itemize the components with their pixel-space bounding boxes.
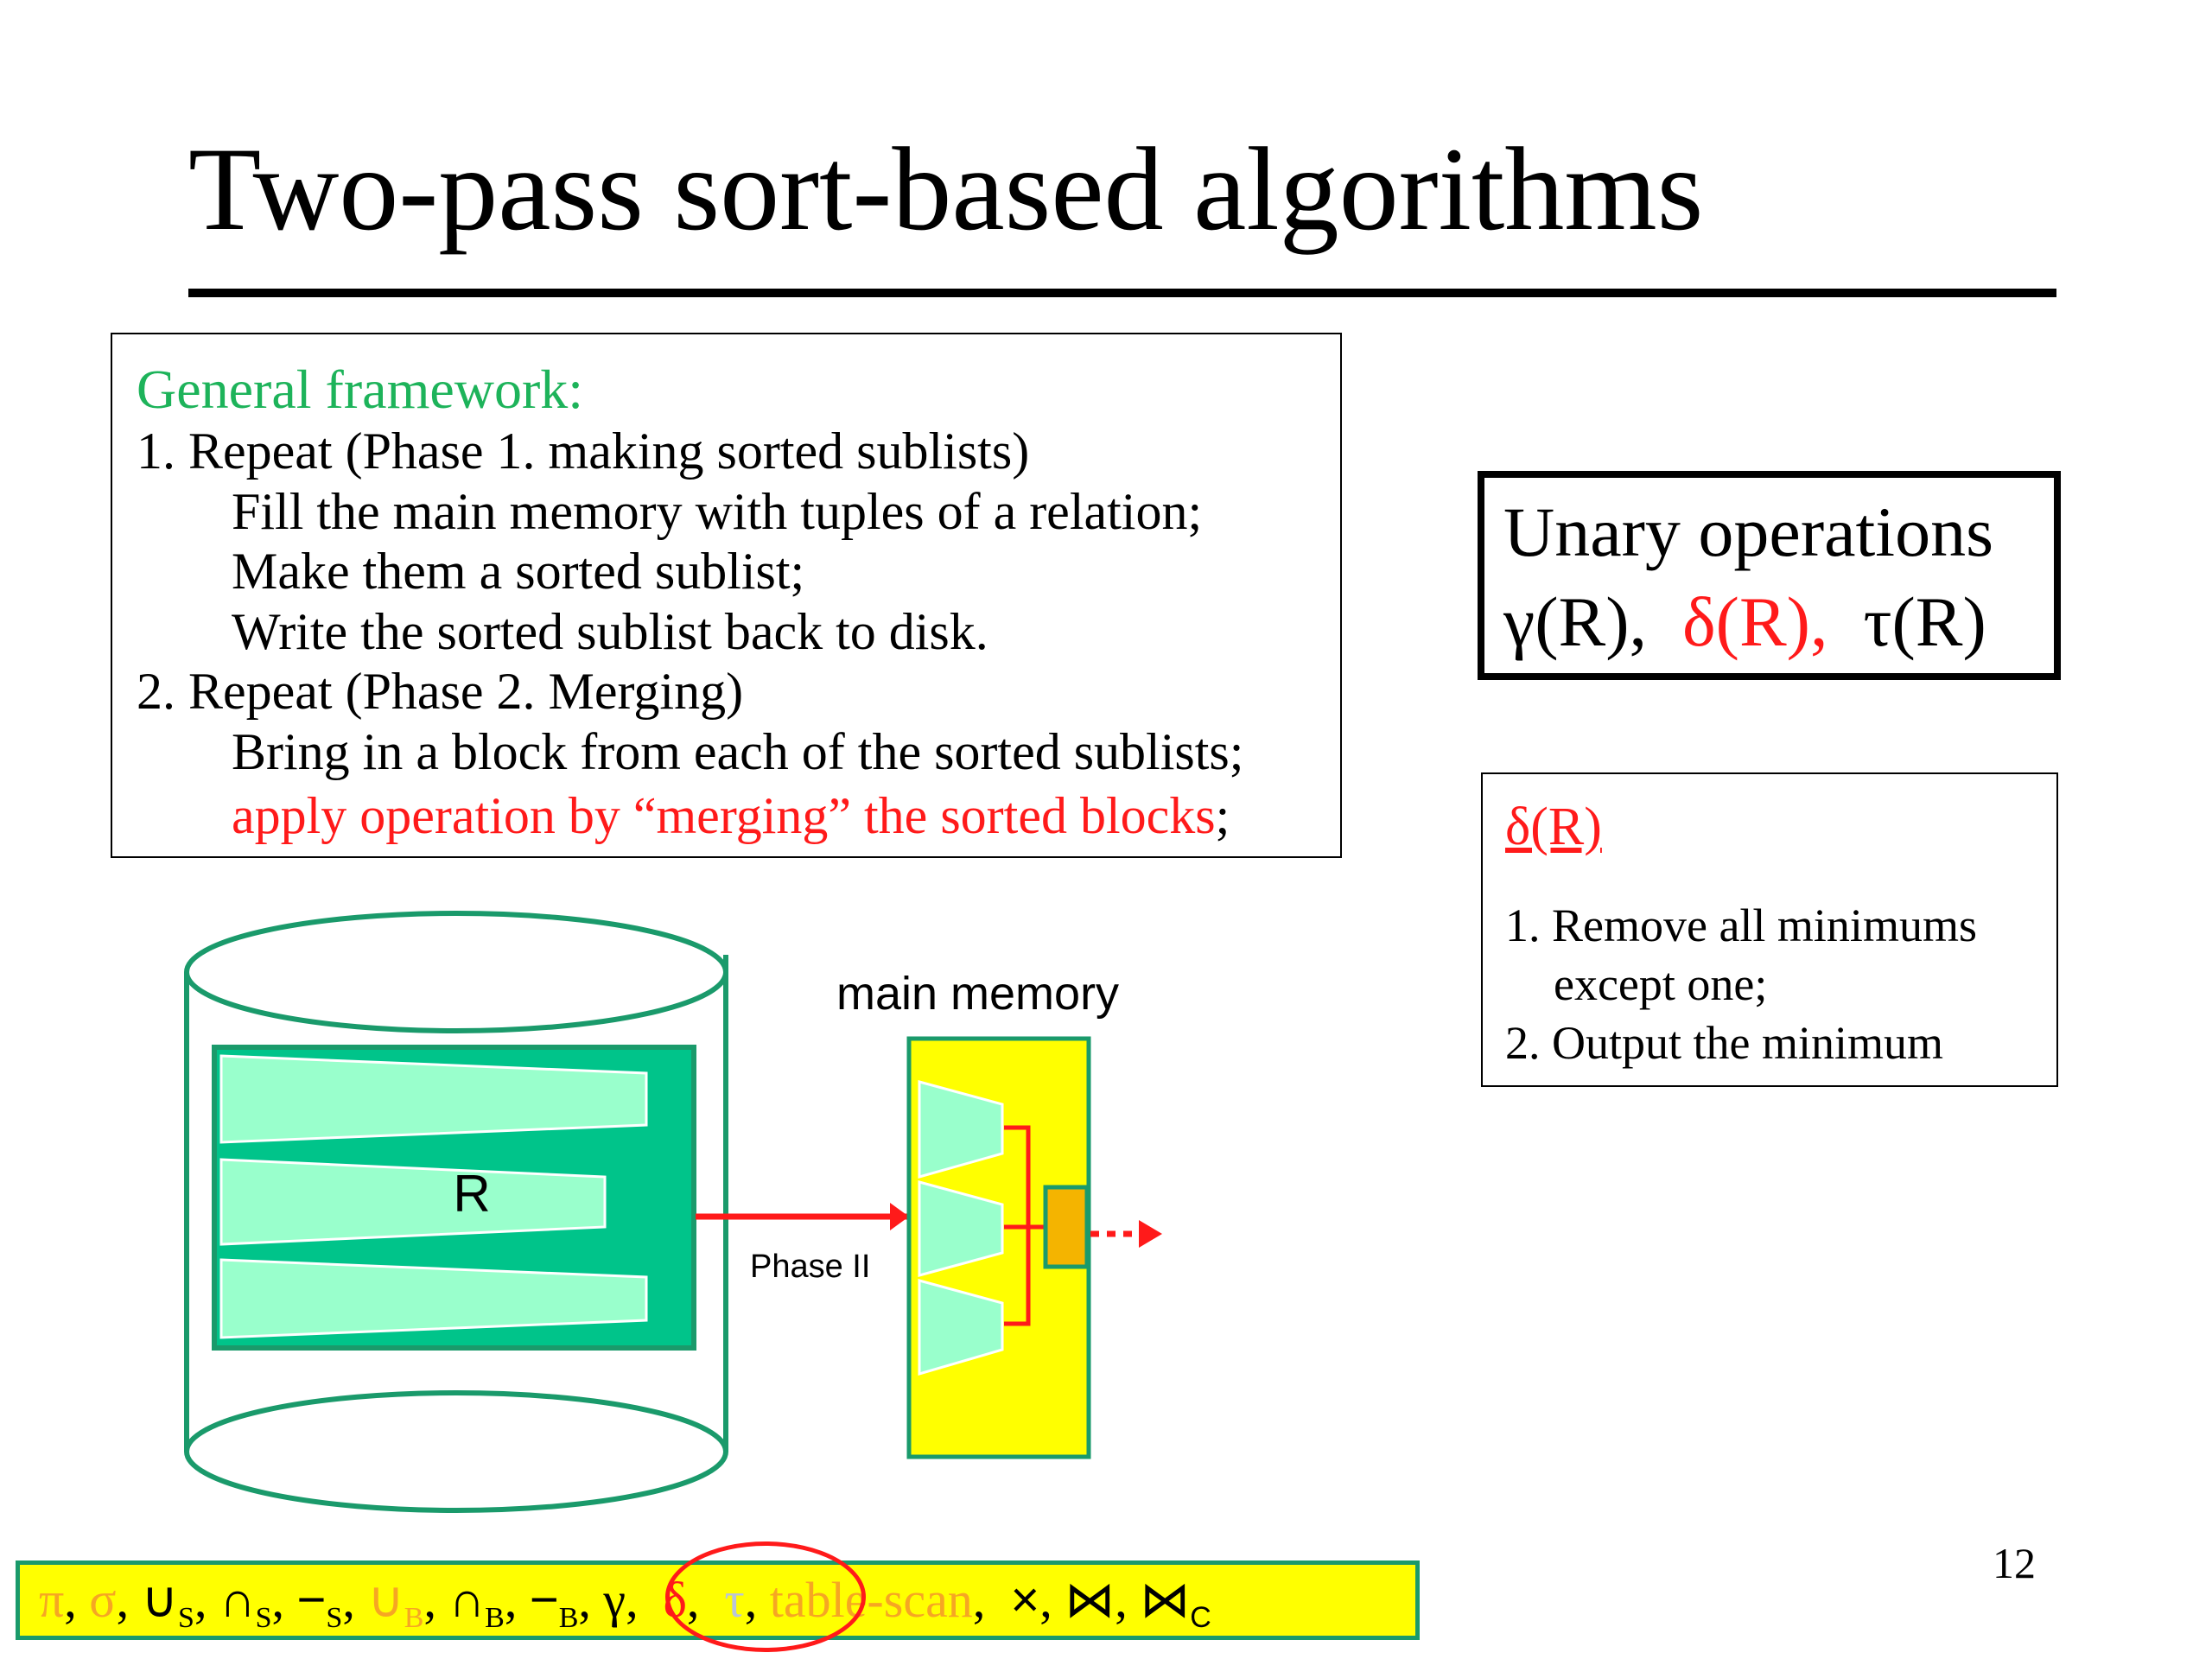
delta-highlight-ellipse (665, 1541, 866, 1652)
op-union-bag: ∪ (367, 1572, 404, 1628)
unary-delta: δ(R), (1682, 582, 1828, 661)
op-minus-set-sub: S (326, 1602, 343, 1634)
op-intersect-set-sub: S (255, 1602, 272, 1634)
op-join-cond: ⋈ (1140, 1572, 1191, 1628)
delta-step1: 1. Remove all minimums (1505, 899, 1977, 951)
memory-block-1 (918, 1080, 1004, 1179)
op-sep: , (116, 1572, 142, 1628)
delta-heading: δ(R) (1505, 798, 1602, 856)
slide-title: Two-pass sort-based algorithms (188, 123, 1704, 255)
op-minus-set: − (296, 1572, 327, 1628)
op-sep: , (342, 1572, 368, 1628)
framework-step1: 1. Repeat (Phase 1. making sorted sublis… (137, 423, 1030, 480)
disk-cylinder (184, 911, 728, 1513)
op-intersect-set: ∩ (219, 1572, 256, 1628)
merge-highlight: apply operation by “merging” the sorted … (232, 787, 1216, 844)
op-sep: , (626, 1572, 652, 1628)
framework-step2: 2. Repeat (Phase 2. Merging) (137, 663, 744, 720)
output-block (1043, 1185, 1090, 1269)
framework-heading: General framework: (137, 359, 584, 420)
framework-step2-merge: apply operation by “merging” the sorted … (232, 790, 1230, 842)
op-intersect-bag-sub: B (485, 1602, 505, 1634)
unary-heading: Unary operations (1503, 493, 1993, 571)
sorted-sublist-1 (219, 1054, 648, 1144)
op-sep: , (1039, 1572, 1065, 1628)
page-number: 12 (1993, 1539, 2036, 1587)
merge-end: ; (1215, 787, 1230, 844)
framework-step2-bring: Bring in a block from each of the sorted… (232, 723, 1244, 780)
sorted-sublist-2 (219, 1158, 607, 1246)
op-sep: , (64, 1572, 90, 1628)
unary-tau: τ(R) (1863, 582, 1986, 661)
op-sep: , (423, 1572, 449, 1628)
op-sep: , (1115, 1572, 1141, 1628)
op-sep: , (194, 1572, 219, 1628)
delta-step1-cont: except one; (1554, 958, 1768, 1010)
op-union-bag-sub: B (404, 1602, 424, 1634)
op-sigma: σ (89, 1572, 117, 1628)
sorted-sublist-3 (219, 1258, 648, 1339)
unary-operations-box: Unary operations γ(R), δ(R), τ(R) (1478, 471, 2061, 680)
memory-block-2 (918, 1180, 1004, 1277)
framework-box: General framework: 1. Repeat (Phase 1. m… (111, 333, 1342, 858)
phase-label: Phase II (750, 1249, 870, 1285)
merge-bracket (1004, 1125, 1046, 1326)
op-sep: , (271, 1572, 297, 1628)
output-arrow-head (1139, 1220, 1162, 1248)
op-gamma: γ (603, 1572, 626, 1628)
memory-label: main memory (836, 968, 1119, 1020)
op-sep: , (578, 1572, 604, 1628)
op-minus-bag-sub: B (558, 1602, 579, 1634)
phase-arrow-head (890, 1203, 909, 1230)
unary-gamma: γ(R), (1503, 582, 1648, 661)
unary-ops: γ(R), δ(R), τ(R) (1503, 587, 1986, 658)
delta-step2: 2. Output the minimum (1505, 1017, 1943, 1069)
op-pi: π (39, 1572, 65, 1628)
title-rule (188, 289, 2056, 297)
delta-description-box: δ(R) 1. Remove all minimums except one; … (1481, 772, 2058, 1087)
op-join-cond-sub: C (1190, 1601, 1211, 1634)
op-sep: , (504, 1572, 530, 1628)
op-sep: , (972, 1572, 998, 1628)
framework-step1-fill: Fill the main memory with tuples of a re… (232, 483, 1203, 540)
memory-block-3 (918, 1279, 1004, 1376)
op-cross: × (1010, 1572, 1040, 1628)
framework-step1-sort: Make them a sorted sublist; (232, 543, 805, 600)
op-minus-bag: − (529, 1572, 559, 1628)
relation-label: R (453, 1165, 490, 1223)
op-union-set-sub: S (178, 1602, 194, 1634)
op-join: ⋈ (1065, 1572, 1116, 1628)
op-union-set: ∪ (141, 1572, 179, 1628)
framework-step1-write: Write the sorted sublist back to disk. (232, 603, 988, 660)
op-intersect-bag: ∩ (448, 1572, 486, 1628)
